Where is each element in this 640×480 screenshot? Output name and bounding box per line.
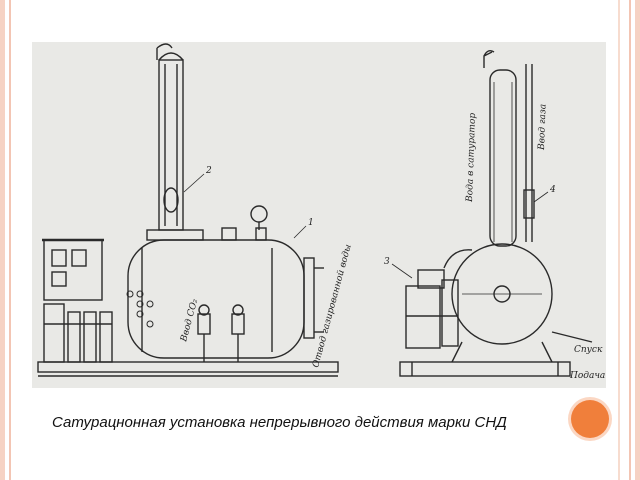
- slide-caption: Сатурацнонная установка непрерывного дей…: [52, 414, 507, 431]
- label-drain: Спуск: [574, 345, 603, 355]
- saturation-unit-drawing: 2 1 Ввод СО₂ Отвод газированной воды: [32, 42, 606, 388]
- label-water-to-saturator: Вода в сатуратор: [465, 113, 478, 204]
- callout-2: 2: [205, 166, 212, 176]
- right-view: 3 4 Вода в сатуратор Ввод газа Спуск Под…: [384, 49, 606, 381]
- right-border-strip: [635, 0, 640, 480]
- callout-3: 3: [384, 257, 390, 267]
- callout-1: 1: [308, 218, 314, 228]
- left-border-strip: [0, 0, 5, 480]
- callout-4: 4: [549, 185, 556, 195]
- label-co2-input: Ввод СО₂: [179, 298, 200, 344]
- right-border-line: [629, 0, 631, 480]
- left-border-line: [9, 0, 11, 480]
- decorative-orange-circle: [571, 400, 609, 438]
- label-water-outlet: Отвод газированной воды: [311, 243, 354, 368]
- label-gas-input: Ввод газа: [537, 104, 549, 151]
- label-water-supply: Подача воды: [569, 371, 606, 381]
- left-view: 2 1 Ввод СО₂ Отвод газированной воды: [37, 43, 354, 377]
- right-border-line-inner: [618, 0, 620, 480]
